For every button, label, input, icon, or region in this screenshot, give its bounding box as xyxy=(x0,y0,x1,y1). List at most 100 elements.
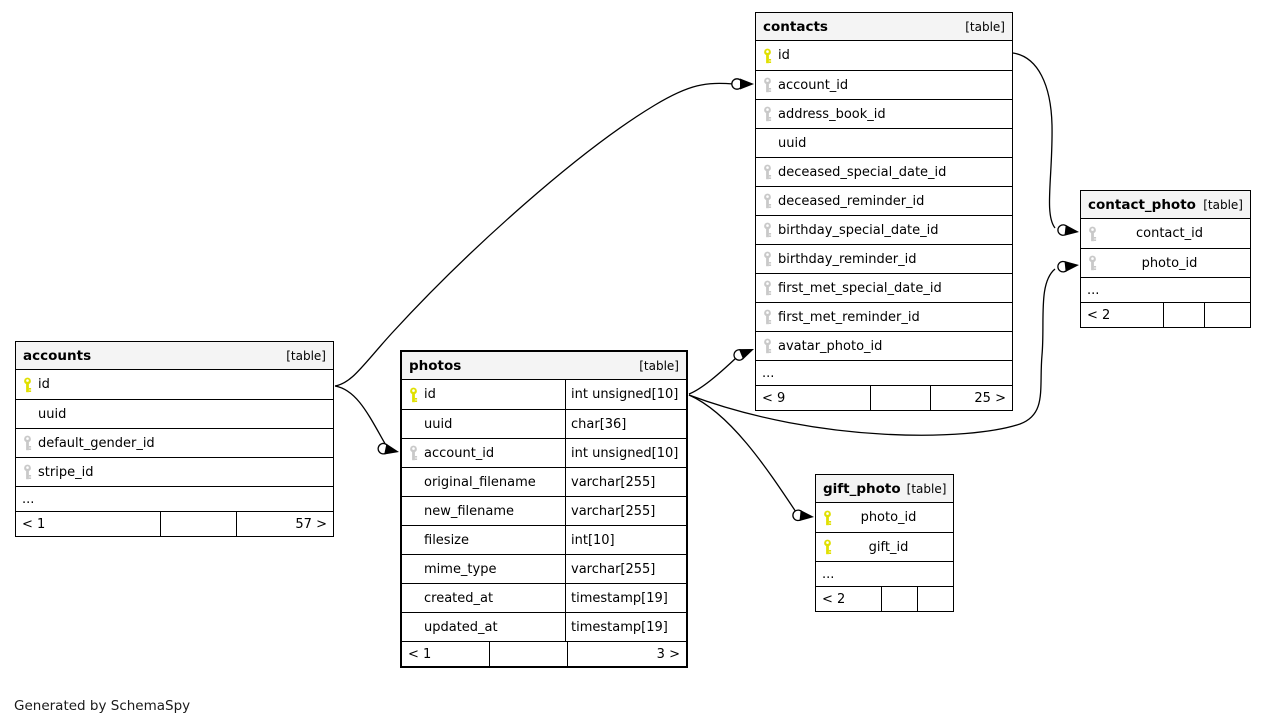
column-name: filesize xyxy=(424,532,470,548)
column-name: photo_id xyxy=(1141,255,1198,271)
column-row-id: id xyxy=(756,41,1012,70)
column-row-avatar_photo_id: avatar_photo_id xyxy=(756,331,1012,360)
table-header-contacts[interactable]: contacts [table] xyxy=(756,13,1012,41)
footer-cell: < 2 xyxy=(1087,307,1111,323)
footer-cell: 57 > xyxy=(236,512,333,536)
footer-cell: < 1 xyxy=(22,516,46,532)
footer-cell: < 2 xyxy=(822,591,846,607)
table-tag: [table] xyxy=(906,481,947,496)
footer-cell xyxy=(869,386,930,410)
column-type: varchar[255] xyxy=(565,555,686,583)
column-row-first_met_reminder_id: first_met_reminder_id xyxy=(756,302,1012,331)
column-name: account_id xyxy=(424,445,495,461)
table-footer: < 1 57 > xyxy=(16,511,333,536)
foreign-key-icon xyxy=(756,280,778,296)
primary-key-icon xyxy=(816,539,838,555)
primary-key-icon xyxy=(16,377,38,393)
foreign-key-icon xyxy=(756,193,778,209)
column-row-uuid: uuid xyxy=(756,128,1012,157)
column-name: uuid xyxy=(424,416,453,432)
foreign-key-icon xyxy=(756,164,778,180)
ellipsis-row: ... xyxy=(756,360,1012,385)
column-name: birthday_special_date_id xyxy=(778,222,939,238)
table-name: contacts xyxy=(763,18,828,35)
column-row-filesize: filesize int[10] xyxy=(402,525,686,554)
column-row-deceased_special_date_id: deceased_special_date_id xyxy=(756,157,1012,186)
column-row-id: id xyxy=(16,370,333,399)
table-name: gift_photo xyxy=(823,480,901,497)
footer-cell xyxy=(1162,303,1204,327)
table-header-accounts[interactable]: accounts[table] xyxy=(16,342,333,370)
footer-cell xyxy=(1204,303,1250,327)
ellipsis-row: ... xyxy=(1081,277,1250,302)
foreign-key-icon xyxy=(756,77,778,93)
column-type: timestamp[19] xyxy=(565,613,686,641)
column-row-account_id: account_id int unsigned[10] xyxy=(402,438,686,467)
primary-key-icon xyxy=(402,387,424,403)
table-header-photos[interactable]: photos[table] xyxy=(402,352,686,380)
column-row-deceased_reminder_id: deceased_reminder_id xyxy=(756,186,1012,215)
column-name: deceased_special_date_id xyxy=(778,164,947,180)
footer-cell xyxy=(160,512,236,536)
table-tag: [table] xyxy=(639,358,679,373)
foreign-key-icon xyxy=(756,338,778,354)
column-name: contact_id xyxy=(1135,226,1203,241)
footer-cell: 3 > xyxy=(566,642,686,666)
column-name: default_gender_id xyxy=(38,435,155,451)
column-name: id xyxy=(424,387,436,402)
table-footer: < 1 3 > xyxy=(402,641,686,666)
table-footer: < 2 xyxy=(816,586,953,611)
column-name: mime_type xyxy=(424,561,497,577)
foreign-key-icon xyxy=(756,309,778,325)
foreign-key-icon xyxy=(16,464,38,480)
column-name: uuid xyxy=(38,406,67,422)
column-name: deceased_reminder_id xyxy=(778,193,925,209)
column-row-photo_id: photo_id xyxy=(816,503,953,532)
table-tag: [table] xyxy=(965,19,1005,34)
column-row-gift_id: gift_id xyxy=(816,532,953,561)
footer-cell xyxy=(881,587,917,611)
column-name: birthday_reminder_id xyxy=(778,251,917,267)
primary-key-icon xyxy=(756,48,778,64)
column-row-default_gender_id: default_gender_id xyxy=(16,428,333,457)
table-contacts: contacts [table] id account_id address_book_… xyxy=(755,12,1013,411)
column-name: first_met_reminder_id xyxy=(778,309,920,325)
column-name: stripe_id xyxy=(38,464,94,480)
column-name: original_filename xyxy=(424,474,536,490)
column-name: uuid xyxy=(778,135,807,151)
column-row-first_met_special_date_id: first_met_special_date_id xyxy=(756,273,1012,302)
column-type: int unsigned[10] xyxy=(565,439,686,467)
table-footer: < 2 xyxy=(1081,302,1250,327)
column-type: timestamp[19] xyxy=(565,584,686,612)
ellipsis-row: ... xyxy=(816,561,953,586)
foreign-key-icon xyxy=(756,251,778,267)
column-name: id xyxy=(38,377,50,392)
footer-cell xyxy=(488,642,567,666)
footer-cell: < 9 xyxy=(762,390,786,406)
footer-cell: < 1 xyxy=(408,646,432,662)
table-tag: [table] xyxy=(286,348,326,363)
column-row-mime_type: mime_type varchar[255] xyxy=(402,554,686,583)
footer-cell xyxy=(916,587,953,611)
column-type: varchar[255] xyxy=(565,497,686,525)
column-type: char[36] xyxy=(565,410,686,438)
column-name: address_book_id xyxy=(778,106,886,122)
column-row-stripe_id: stripe_id xyxy=(16,457,333,486)
table-header-gift_photo[interactable]: gift_photo [table] xyxy=(816,475,953,503)
column-row-account_id: account_id xyxy=(756,70,1012,99)
column-type: int[10] xyxy=(565,526,686,554)
foreign-key-icon xyxy=(16,435,38,451)
column-row-uuid: uuid xyxy=(16,399,333,428)
table-photos: photos[table] id int unsigned[10] uuid char[… xyxy=(400,350,688,668)
table-name: contact_photo xyxy=(1088,196,1196,213)
table-header-contact_photo[interactable]: contact_photo[table] xyxy=(1081,191,1250,219)
foreign-key-icon xyxy=(756,106,778,122)
column-name: account_id xyxy=(778,77,849,93)
foreign-key-icon xyxy=(756,222,778,238)
